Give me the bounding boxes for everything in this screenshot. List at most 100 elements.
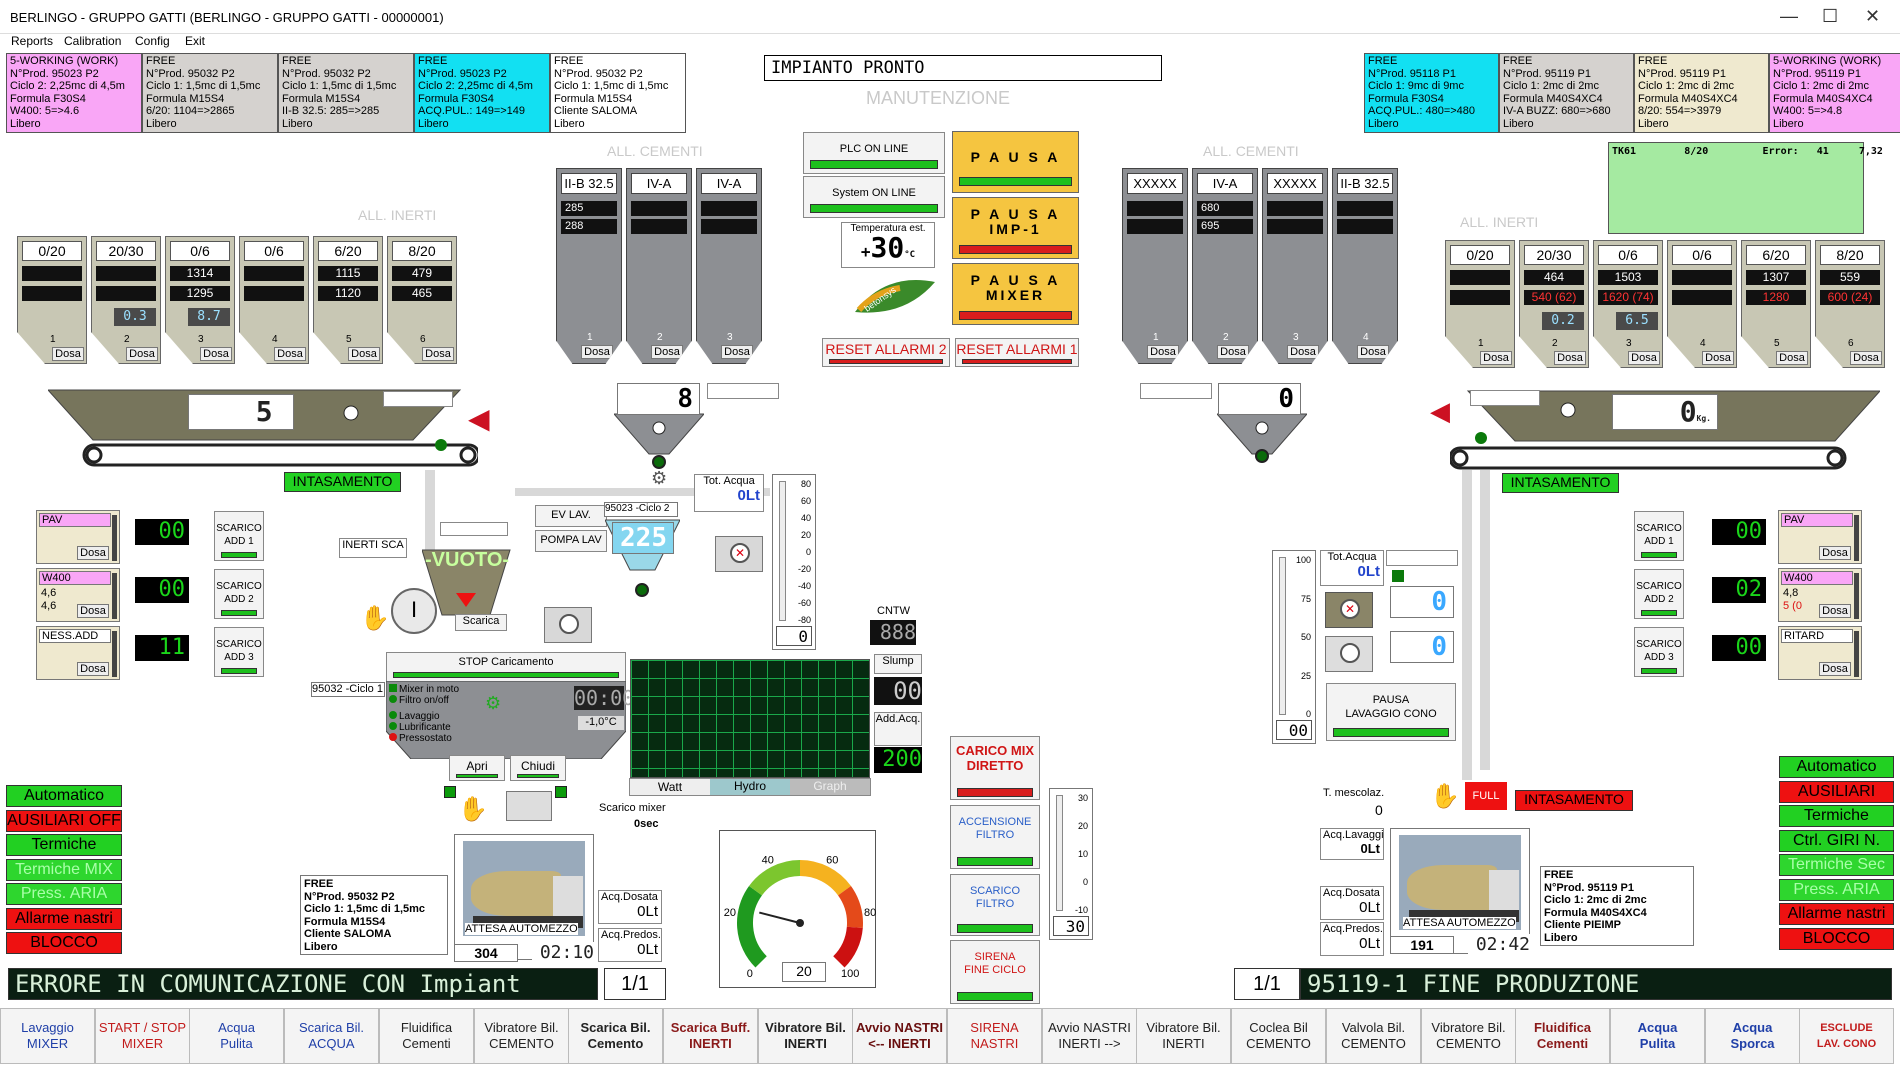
bottom-button-13[interactable]: Vibratore Bil. INERTI [1136, 1008, 1231, 1064]
bottom-button-3[interactable]: Acqua Pulita [189, 1008, 284, 1064]
dosa-button[interactable]: Dosa [1702, 351, 1734, 365]
control-automatico[interactable]: Automatico [6, 785, 122, 807]
bottom-button-9[interactable]: Vibratore Bil. INERTI [758, 1008, 853, 1064]
control-automatico[interactable]: Automatico [1779, 756, 1894, 778]
control-blocco[interactable]: BLOCCO [6, 932, 122, 954]
bottom-button-6[interactable]: Vibratore Bil. CEMENTO [474, 1008, 569, 1064]
right-water-input[interactable] [1386, 550, 1458, 566]
dosa-button[interactable]: Dosa [1819, 546, 1851, 560]
dosa-button[interactable]: Dosa [52, 347, 84, 361]
dosa-button[interactable]: Dosa [1554, 351, 1586, 365]
scarica-button[interactable]: Scarica [455, 614, 507, 631]
pausa-imp1-button[interactable]: P A U S A IMP-1 [952, 197, 1079, 259]
dosa-button[interactable]: Dosa [274, 347, 306, 361]
reset-allarmi-2-button[interactable]: RESET ALLARMI 2 [822, 338, 950, 367]
scarico-add-button[interactable]: SCARICO ADD 2 [214, 569, 264, 619]
left-scale-input[interactable] [383, 391, 453, 407]
dosa-button[interactable]: Dosa [1217, 345, 1249, 359]
sirena-fine-ciclo-button[interactable]: SIRENA FINE CICLO [950, 940, 1040, 1004]
bottom-button-15[interactable]: Valvola Bil. CEMENTO [1326, 1008, 1421, 1064]
bottom-button-1[interactable]: Lavaggio MIXER [0, 1008, 95, 1064]
dosa-button[interactable]: Dosa [1287, 345, 1319, 359]
control-ausiliari-off[interactable]: AUSILIARI OFF [1779, 780, 1894, 820]
control-press-aria[interactable]: Press. ARIA [6, 883, 122, 905]
bottom-button-5[interactable]: Fluidifica Cementi [379, 1008, 474, 1064]
tab-graph[interactable]: Graph [790, 779, 870, 795]
bottom-button-7[interactable]: Scarica Bil. Cemento [568, 1008, 663, 1064]
dosa-button[interactable]: Dosa [1357, 345, 1389, 359]
scarico-filtro-button[interactable]: SCARICO FILTRO [950, 874, 1040, 936]
left-ticker-page[interactable]: 1/1 [604, 968, 666, 1000]
right-ticker-page[interactable]: 1/1 [1234, 968, 1300, 1000]
maximize-icon[interactable]: ☐ [1822, 6, 1839, 26]
chiudi-button[interactable]: Chiudi [510, 755, 566, 781]
bottom-button-19[interactable]: Acqua Sporca [1705, 1008, 1800, 1064]
carico-mix-diretto-button[interactable]: CARICO MIX DIRETTO [950, 736, 1040, 800]
dosa-button[interactable]: Dosa [1147, 345, 1179, 359]
bottom-button-10[interactable]: Avvio NASTRI <-- INERTI [852, 1008, 947, 1064]
scarico-add-button[interactable]: SCARICO ADD 1 [1634, 511, 1684, 561]
dosa-button[interactable]: Dosa [721, 345, 753, 359]
menu-reports[interactable]: Reports [11, 34, 54, 48]
menu-calibration[interactable]: Calibration [64, 34, 122, 48]
right-cement-input[interactable] [1140, 383, 1212, 399]
dosa-button[interactable]: Dosa [1776, 351, 1808, 365]
control-termiche[interactable]: Termiche [6, 834, 122, 856]
bottom-button-17[interactable]: Fluidifica Cementi [1515, 1008, 1610, 1064]
pausa-lavaggio-cono-button[interactable]: PAUSA LAVAGGIO CONO [1326, 683, 1456, 741]
control-allarme-nastri[interactable]: Allarme nastri [1779, 903, 1894, 925]
bottom-button-8[interactable]: Scarica Buff. INERTI [663, 1008, 758, 1064]
tab-hydro[interactable]: Hydro [710, 779, 790, 795]
bottom-button-11[interactable]: SIRENA NASTRI [947, 1008, 1042, 1064]
intasamento-left[interactable]: INTASAMENTO [284, 472, 401, 492]
bottom-button-4[interactable]: Scarica Bil. ACQUA [284, 1008, 379, 1064]
power-toggle[interactable]: I [391, 588, 437, 634]
scarico-add-button[interactable]: SCARICO ADD 1 [214, 511, 264, 561]
control-allarme-nastri[interactable]: Allarme nastri [6, 907, 122, 930]
dosa-button[interactable]: Dosa [1819, 604, 1851, 618]
scarico-add-button[interactable]: SCARICO ADD 3 [214, 627, 264, 677]
dosa-button[interactable]: Dosa [1819, 662, 1851, 676]
pompa-lav-button[interactable]: POMPA LAV [535, 530, 607, 552]
dosa-button[interactable]: Dosa [126, 347, 158, 361]
control-termiche-sec[interactable]: Termiche Sec [1779, 854, 1894, 876]
menu-config[interactable]: Config [135, 34, 170, 48]
control-press-aria[interactable]: Press. ARIA [1779, 878, 1894, 901]
scarico-add-button[interactable]: SCARICO ADD 2 [1634, 569, 1684, 619]
right-scale-input[interactable] [1470, 390, 1540, 406]
dosa-button[interactable]: Dosa [651, 345, 683, 359]
apri-button[interactable]: Apri [449, 755, 505, 781]
reset-allarmi-1-button[interactable]: RESET ALLARMI 1 [955, 338, 1079, 367]
dosa-button[interactable]: Dosa [1480, 351, 1512, 365]
control-ausiliari-off[interactable]: AUSILIARI OFF [6, 809, 122, 832]
ev-lav-button[interactable]: EV LAV. [535, 505, 607, 527]
hopper-input[interactable] [440, 522, 508, 536]
menu-exit[interactable]: Exit [185, 34, 206, 48]
dosa-button[interactable]: Dosa [422, 347, 454, 361]
left-cement-input[interactable] [707, 383, 779, 399]
dosa-button[interactable]: Dosa [1850, 351, 1882, 365]
inerti-sca-button[interactable]: INERTI SCA [339, 538, 407, 558]
bottom-button-12[interactable]: Avvio NASTRI INERTI --> [1042, 1008, 1137, 1064]
control-termiche[interactable]: Termiche [1779, 805, 1894, 827]
dosa-button[interactable]: Dosa [77, 546, 109, 560]
pausa-mixer-button[interactable]: P A U S A MIXER [952, 263, 1079, 325]
bottom-button-14[interactable]: Coclea Bil CEMENTO [1231, 1008, 1326, 1064]
dosa-button[interactable]: Dosa [581, 345, 613, 359]
dosa-button[interactable]: Dosa [77, 604, 109, 618]
bottom-button-2[interactable]: START / STOP MIXER [95, 1008, 190, 1064]
bottom-button-20[interactable]: ESCLUDE LAV. CONO [1799, 1008, 1894, 1064]
minimize-icon[interactable]: — [1780, 6, 1798, 26]
scarico-add-button[interactable]: SCARICO ADD 3 [1634, 627, 1684, 677]
stop-caricamento-button[interactable]: STOP Caricamento [386, 652, 626, 682]
control-blocco[interactable]: BLOCCO [1779, 927, 1894, 950]
pausa-button[interactable]: P A U S A [952, 131, 1079, 193]
